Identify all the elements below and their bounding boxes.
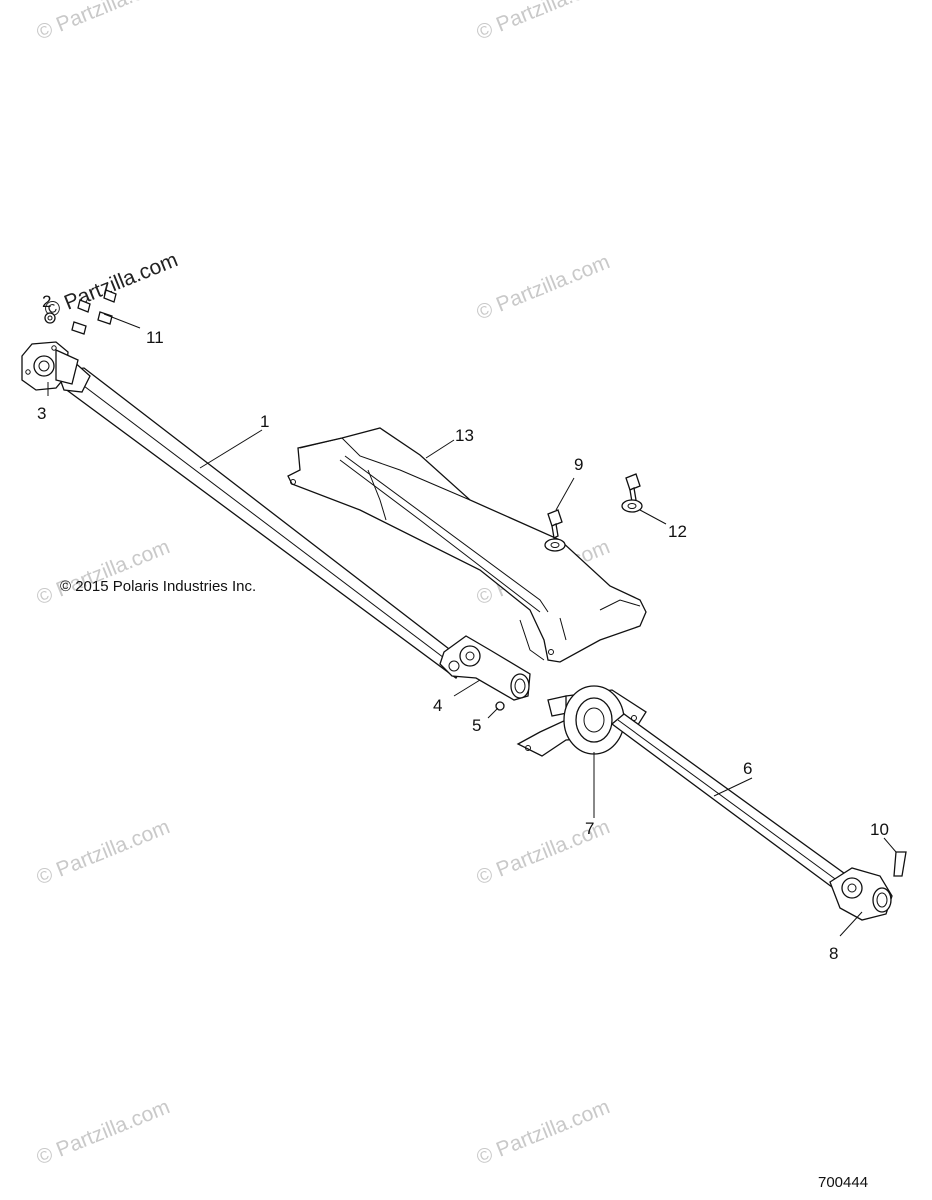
copyright-notice: © 2015 Polaris Industries Inc. — [60, 578, 256, 595]
callouts: 1 2 3 4 5 6 7 8 9 10 11 12 13 — [37, 292, 889, 963]
watermark-overlay: © Partzilla.com — [41, 248, 181, 322]
watermark: © Partzilla.com — [473, 1095, 613, 1169]
watermark: © Partzilla.com — [33, 0, 173, 45]
callout-13: 13 — [455, 426, 474, 445]
front-u-joint — [21, 341, 79, 391]
watermark: © Partzilla.com — [33, 815, 173, 889]
bolt-12 — [621, 473, 643, 513]
front-fasteners — [44, 289, 117, 335]
carrier-bearing — [516, 685, 647, 757]
callout-11: 11 — [146, 328, 164, 347]
watermark: © Partzilla.com — [33, 1095, 173, 1169]
watermark: © Partzilla.com — [33, 535, 173, 609]
rear-u-joint — [829, 867, 893, 921]
watermark: © Partzilla.com — [473, 250, 613, 324]
callout-4: 4 — [433, 696, 442, 715]
callout-3: 3 — [37, 404, 46, 423]
callout-12: 12 — [668, 522, 687, 541]
rear-propshaft — [610, 713, 849, 891]
roll-pin — [893, 851, 907, 877]
callout-1: 1 — [260, 412, 269, 431]
callout-6: 6 — [743, 759, 752, 778]
callout-10: 10 — [870, 820, 889, 839]
leader-lines — [47, 313, 897, 937]
document-number: 700444 — [818, 1174, 868, 1191]
callout-2: 2 — [42, 292, 51, 311]
watermark: © Partzilla.com — [473, 0, 613, 45]
driveshaft-guard — [287, 427, 647, 663]
bolt-9 — [544, 509, 566, 552]
callout-8: 8 — [829, 944, 838, 963]
slip-yoke — [439, 635, 531, 701]
callout-9: 9 — [574, 455, 583, 474]
callout-5: 5 — [472, 716, 481, 735]
callout-7: 7 — [585, 819, 594, 838]
